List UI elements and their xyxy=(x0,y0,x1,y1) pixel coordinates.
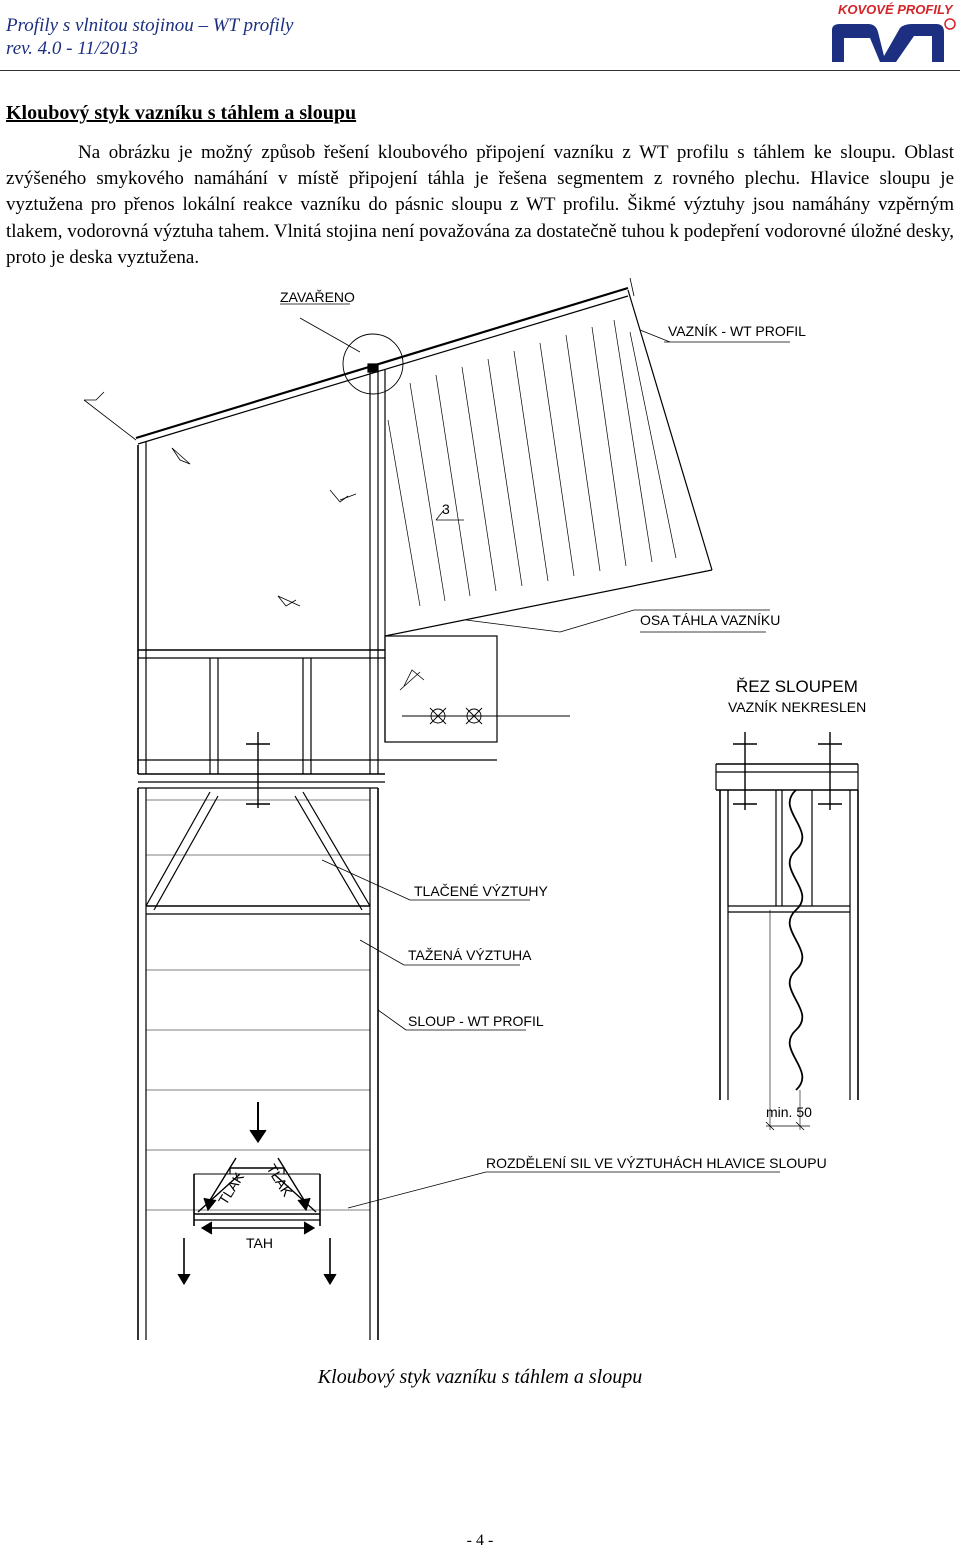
column-head xyxy=(137,370,498,783)
label-column: SLOUP - WT PROFIL xyxy=(408,1013,544,1029)
document-revision: rev. 4.0 - 11/2013 xyxy=(6,38,139,59)
document-header: Profily s vlnitou stojinou – WT profily … xyxy=(6,14,293,60)
truss-hatching xyxy=(387,319,677,607)
weld-leaders xyxy=(83,303,790,1031)
label-tie-axis: OSA TÁHLA VAZNÍKU xyxy=(640,612,780,628)
label-tensioned: TAŽENÁ VÝZTUHA xyxy=(408,947,532,963)
label-weld-size: 3 xyxy=(442,501,450,517)
label-compression-left: TLAK xyxy=(215,1169,247,1208)
label-force-split: ROZDĚLENÍ SIL VE VÝZTUHÁCH HLAVICE SLOUP… xyxy=(486,1155,827,1171)
figure-caption: Kloubový styk vazníku s táhlem a sloupu xyxy=(317,1366,643,1388)
force-diagram xyxy=(177,1102,780,1286)
label-compression-right: TLAK xyxy=(263,1161,295,1200)
label-compressed: TLAČENÉ VÝZTUHY xyxy=(414,883,548,899)
label-section-title: ŘEZ SLOUPEM xyxy=(736,677,858,696)
label-section-note: VAZNÍK NEKRESLEN xyxy=(728,699,866,715)
document-title: Profily s vlnitou stojinou – WT profily xyxy=(6,15,294,36)
page-number: - 4 - xyxy=(466,1532,494,1549)
section-title: Kloubový styk vazníku s táhlem a sloupu xyxy=(6,102,357,124)
label-tension: TAH xyxy=(246,1235,273,1251)
section-view xyxy=(715,732,859,1131)
logo-mark-icon xyxy=(832,18,956,62)
label-min-dim: min. 50 xyxy=(766,1104,812,1120)
bolts xyxy=(246,707,570,808)
technical-drawing: ZAVAŘENO VAZNÍK - WT PROFIL 3 OSA TÁHLA … xyxy=(83,277,866,1340)
header-divider xyxy=(0,70,960,71)
section-paragraph: Na obrázku je možný způsob řešení kloubo… xyxy=(6,142,954,268)
column-body xyxy=(137,787,379,1340)
label-welded: ZAVAŘENO xyxy=(280,289,355,305)
label-truss: VAZNÍK - WT PROFIL xyxy=(668,323,806,339)
truss-outline xyxy=(135,277,713,637)
logo-text: KOVOVÉ PROFILY xyxy=(838,2,953,17)
company-logo: KOVOVÉ PROFILY xyxy=(828,0,960,68)
